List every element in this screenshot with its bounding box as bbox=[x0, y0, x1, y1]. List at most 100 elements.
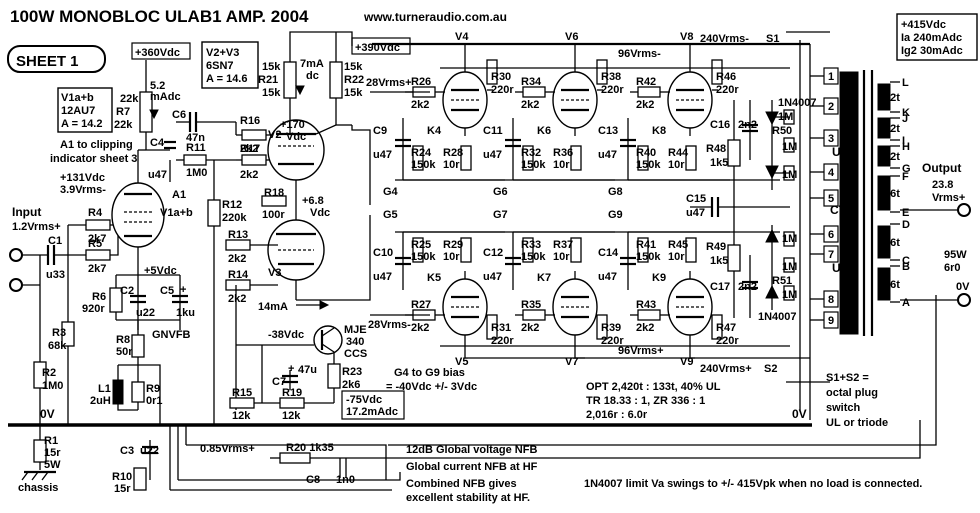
label-28vrms-top: 28Vrms+ bbox=[366, 77, 412, 89]
v23-info-line3: A = 14.6 bbox=[206, 73, 247, 85]
col2-bottom-cap-label: C12 bbox=[483, 247, 503, 259]
r1-power: 5W bbox=[44, 459, 61, 471]
col2-bottom-k-label: K7 bbox=[537, 272, 551, 284]
ot-pin-8: 8 bbox=[828, 294, 834, 306]
col2-top-ra-value: 220r bbox=[601, 84, 624, 96]
r21-upper: 15k bbox=[262, 61, 281, 73]
col2-bottom-ra-label: R39 bbox=[601, 322, 621, 334]
r7-lower: 22k bbox=[114, 119, 133, 131]
col2-bottom-rg-label: R35 bbox=[521, 299, 541, 311]
ot-winding-label-6: 66t bbox=[884, 279, 900, 291]
col1-top-rg-value: 2k2 bbox=[411, 99, 429, 111]
ot-tap-label-3: I bbox=[902, 135, 905, 147]
label-170vdc: +170 bbox=[280, 119, 305, 131]
col2-bottom-ra-body bbox=[596, 314, 608, 340]
label-7ma-unit: dc bbox=[306, 70, 319, 82]
col2-bottom-tube-label: V7 bbox=[565, 356, 578, 368]
ul-label-bottom: UL bbox=[832, 261, 848, 275]
c2-value: u22 bbox=[136, 307, 155, 319]
c5-label: C5 bbox=[160, 285, 174, 297]
ct-label: CT bbox=[830, 203, 847, 217]
r13-value: 2k2 bbox=[228, 253, 246, 265]
ot-pin-3: 3 bbox=[828, 133, 834, 145]
col3-top-rg-label: R42 bbox=[636, 76, 656, 88]
nfb-note-1: 12dB Global voltage NFB bbox=[406, 444, 537, 456]
v1-label: V1a+b bbox=[160, 207, 193, 219]
r18-value: 100r bbox=[262, 209, 285, 221]
switch-note-2: octal plug bbox=[826, 387, 878, 399]
label-0v: 0V bbox=[40, 407, 55, 421]
r10-body bbox=[133, 467, 147, 491]
chassis-hatch-1 bbox=[21, 471, 29, 481]
c7-value: 47u bbox=[298, 364, 317, 376]
drive-line-top bbox=[351, 125, 371, 205]
r6-value: 920r bbox=[82, 303, 105, 315]
r1-body bbox=[33, 439, 47, 463]
input-label: Input bbox=[12, 205, 41, 219]
r16-value: 2k2 bbox=[240, 143, 258, 155]
col3-top-g-label: G8 bbox=[608, 186, 623, 198]
col1-bottom-rk-value: 10r bbox=[443, 251, 460, 263]
col2-bottom-rb-value: 150k bbox=[521, 251, 546, 263]
label-14ma: 14mA bbox=[258, 301, 288, 313]
label-96vrms-bottom: 96Vrms+ bbox=[618, 345, 664, 357]
d1-top bbox=[765, 111, 779, 126]
r51-val-2: 1M bbox=[782, 261, 797, 273]
col2-top-cap-value: u47 bbox=[483, 149, 502, 161]
col2-top-rk-label: R36 bbox=[553, 147, 573, 159]
v2-anode-wire-b bbox=[315, 124, 337, 135]
r12-value: 220k bbox=[222, 212, 247, 224]
r17-body bbox=[241, 154, 267, 166]
col3-bottom-ra-body bbox=[711, 314, 723, 340]
col3-top-ra-body bbox=[711, 59, 723, 85]
ot-info-line3: Ig2 30mAdc bbox=[901, 45, 963, 57]
col2-bottom-cap-value: u47 bbox=[483, 271, 502, 283]
r20-body bbox=[279, 452, 311, 464]
col1-top-k-label: K4 bbox=[427, 125, 442, 137]
r51-label: R51 bbox=[772, 275, 792, 287]
r14-value: 2k2 bbox=[228, 293, 246, 305]
r12-label: R12 bbox=[222, 199, 242, 211]
col2-top-ra-body bbox=[596, 59, 608, 85]
col2-top-rb-value: 150k bbox=[521, 159, 546, 171]
l1-body bbox=[112, 379, 124, 405]
col3-top-k-label: K8 bbox=[652, 125, 666, 137]
r9-value: 0r1 bbox=[146, 395, 163, 407]
c17-value: 2n2 bbox=[738, 281, 757, 293]
label-28vrms-bottom: 28Vrms- bbox=[368, 319, 411, 331]
switch-note-1: S1+S2 = bbox=[826, 372, 869, 384]
r50-label: R50 bbox=[772, 125, 792, 137]
r18-label: R18 bbox=[264, 187, 284, 199]
chassis-hatch-3 bbox=[41, 471, 49, 481]
ot-tap-label-0: L bbox=[902, 77, 909, 89]
bias-note-1: G4 to G9 bias bbox=[394, 367, 465, 379]
r48-body bbox=[727, 139, 741, 167]
col2-top-rb-label: R32 bbox=[521, 147, 541, 159]
col3-top-rk-label: R44 bbox=[668, 147, 689, 159]
col1-bottom-rb-body bbox=[412, 237, 424, 263]
label-240vrms-top: 240Vrms- bbox=[700, 33, 749, 45]
r51-val-1: 1M bbox=[782, 233, 797, 245]
output-label: Output bbox=[922, 161, 961, 175]
r50-val-2: 1M bbox=[782, 141, 797, 153]
col2-bottom-rb-label: R33 bbox=[521, 239, 541, 251]
q1-part: MJE bbox=[344, 324, 367, 336]
ot-tap-label-1: K bbox=[902, 107, 910, 119]
r48-value: 1k5 bbox=[710, 157, 728, 169]
col3-top-tube-label: V8 bbox=[680, 31, 693, 43]
l1-value: 2uH bbox=[90, 395, 111, 407]
b360-box bbox=[131, 42, 191, 60]
r11-value: 1M0 bbox=[186, 167, 207, 179]
col2-bottom-rg-body bbox=[522, 309, 546, 321]
r17-value: 2k2 bbox=[240, 169, 258, 181]
label-17-2madc: 17.2mAdc bbox=[346, 406, 398, 418]
col2-top-rg-label: R34 bbox=[521, 76, 542, 88]
r51-val-3: 1M bbox=[782, 289, 797, 301]
col2-top-rk-body bbox=[570, 145, 582, 171]
r21-label: R21 bbox=[258, 74, 278, 86]
l1-label: L1 bbox=[98, 383, 111, 395]
col2-top-tube bbox=[552, 71, 598, 129]
c7-plus: + bbox=[288, 363, 294, 375]
col3-bottom-rb-label: R41 bbox=[636, 239, 656, 251]
